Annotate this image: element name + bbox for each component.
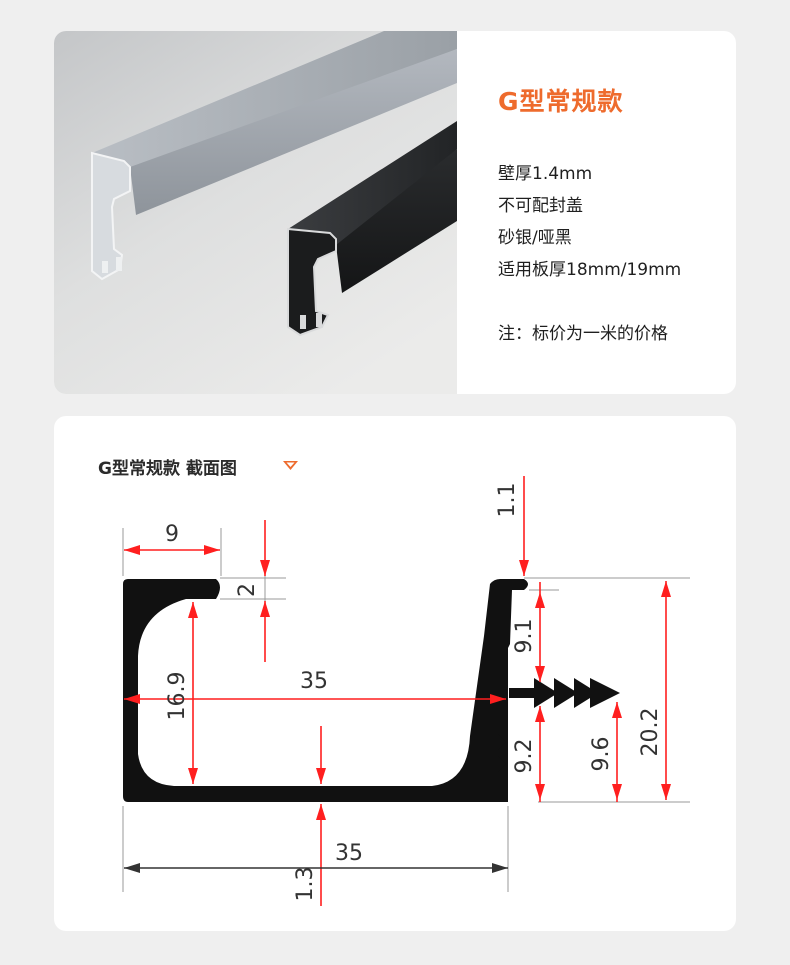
dimension-arrowheads [124,545,671,820]
cross-section-drawing: 9 2 16.9 35 1.3 35 1.1 9.1 9.2 9.6 20.2 [122,476,690,906]
dim-inner-height: 16.9 [165,672,190,721]
spec-wall-thickness: 壁厚1.4mm [498,164,593,184]
chevron-down-icon [283,461,298,470]
product-photo [54,31,457,394]
product-title: G型常规款 [498,87,624,116]
dim-top-lip: 1.1 [495,483,520,518]
diagram-card: G型常规款 截面图 [54,416,736,931]
spec-cover: 不可配封盖 [498,196,583,216]
overall-width-arrowheads [124,863,508,873]
diagram-title: G型常规款 截面图 [98,459,237,479]
dim-fin-height: 9.6 [589,737,614,772]
dim-inner-width: 35 [300,669,328,694]
silver-profile [91,31,457,281]
dim-base-thickness: 1.3 [293,867,318,902]
product-card: G型常规款 壁厚1.4mm 不可配封盖 砂银/哑黑 适用板厚18mm/19mm … [54,31,736,394]
spec-board-thickness: 适用板厚18mm/19mm [498,260,682,280]
dim-total-height: 20.2 [638,708,663,757]
dimension-lines [124,476,667,906]
dim-lower-clip: 9.2 [512,739,537,774]
profile-shape [123,579,528,802]
black-profile [287,121,457,337]
clip-fins [498,678,620,772]
dim-lip-thickness: 2 [235,583,260,597]
dim-upper-clip: 9.1 [512,619,537,654]
extension-lines [122,476,690,892]
price-note: 注：标价为一米的价格 [498,324,668,344]
product-info: G型常规款 壁厚1.4mm 不可配封盖 砂银/哑黑 适用板厚18mm/19mm … [498,31,736,394]
dim-lip-width: 9 [165,522,179,547]
spec-finish: 砂银/哑黑 [498,228,572,248]
dim-overall-width: 35 [335,841,363,866]
